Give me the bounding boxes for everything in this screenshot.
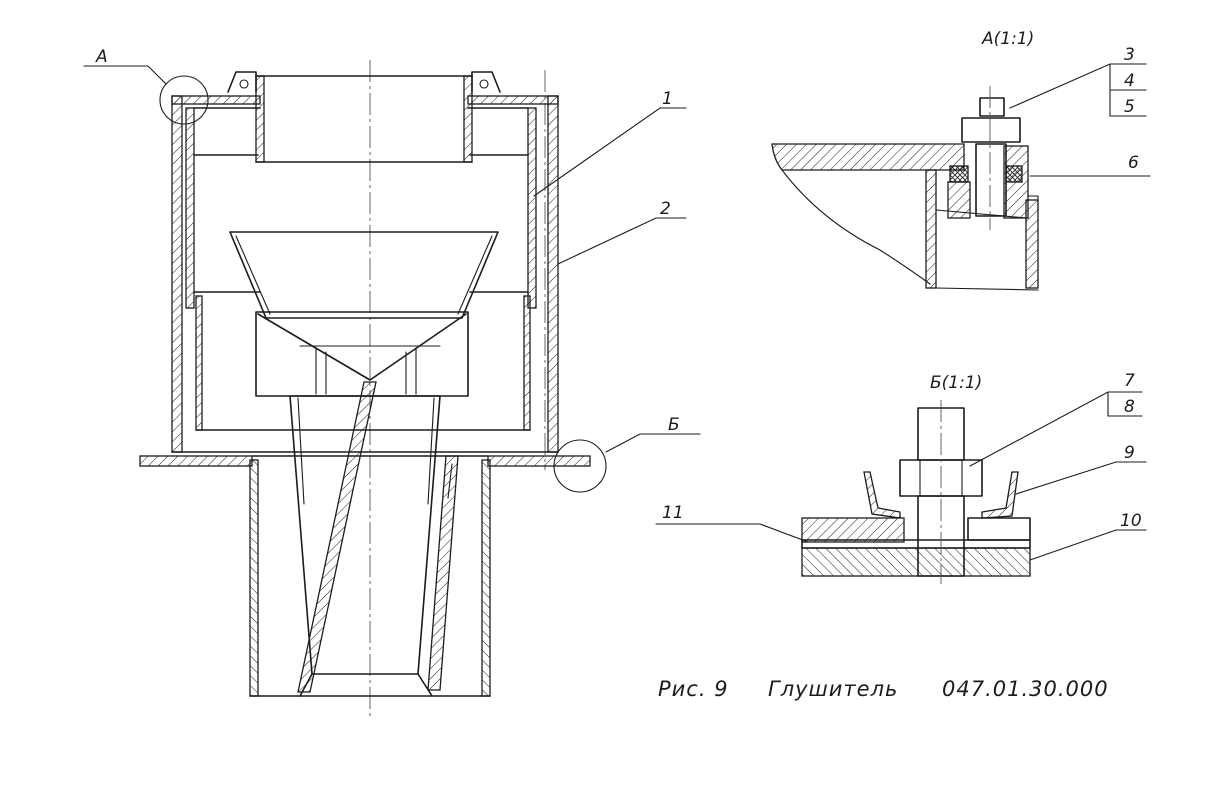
label-part-1: 1 [662,89,673,109]
side-pipe [427,455,459,691]
leader-part-10 [1029,529,1147,561]
inlet-pipe [227,71,501,163]
detail-a [771,63,1151,291]
label-part-6: 6 [1128,153,1139,173]
detail-a-title: A(1:1) [981,29,1034,49]
caption-figure: Рис. 9 [658,677,729,701]
part-bracket-7-8 [1107,391,1143,417]
leader-part-1 [533,107,687,197]
main-view [83,60,701,720]
leader-part-2 [557,217,687,265]
upper-cone [229,231,499,319]
detail-circle-a [159,75,209,125]
caption-code: 047.01.30.000 [942,677,1109,701]
label-part-4: 4 [1124,71,1135,91]
bottom-flange [139,455,591,467]
label-part-7: 7 [1124,371,1135,391]
leader-a [83,65,167,85]
diagonal-pipe [297,381,377,693]
label-view-a: A [95,47,108,67]
middle-funnel [255,311,469,397]
outer-housing [171,95,559,453]
leader-b [605,433,701,453]
inner-cylinder [185,107,537,431]
label-part-5: 5 [1124,97,1135,117]
label-view-b: Б [668,415,680,435]
label-part-10: 10 [1120,511,1142,531]
part-bracket-3-5 [1109,63,1147,117]
detail-b-title: Б(1:1) [930,373,982,393]
outlet-pipe [249,459,491,697]
label-part-9: 9 [1124,443,1135,463]
detail-b [655,391,1147,584]
label-part-2: 2 [660,199,671,219]
label-part-3: 3 [1124,45,1135,65]
leader-part-9 [1015,461,1147,495]
detail-circle-b [553,439,607,493]
label-part-8: 8 [1124,397,1135,417]
label-part-11: 11 [662,503,684,523]
caption-name: Глушитель [768,677,898,701]
leader-part-11 [655,523,809,543]
leader-part-7 [969,391,1143,467]
